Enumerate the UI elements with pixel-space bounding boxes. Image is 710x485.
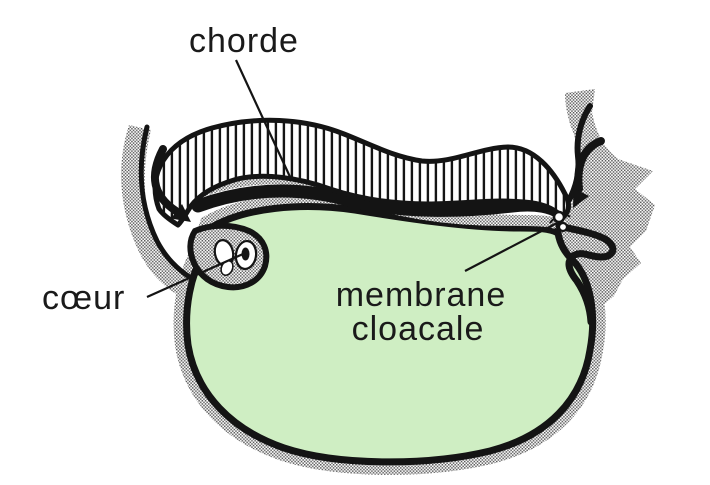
cloacal-membrane-structure-lower — [557, 221, 569, 233]
label-membrane-line1: membrane — [336, 276, 507, 314]
chorde-leader-line — [235, 59, 292, 180]
label-coeur: cœur — [42, 279, 125, 317]
yolk-sac-region — [183, 203, 597, 466]
tail-fold-arrow — [574, 137, 605, 193]
tail-fold-arrowhead-icon — [573, 188, 589, 208]
cloacal-membrane-structure — [552, 210, 566, 224]
head-fold-arrow — [150, 145, 180, 215]
label-chorde: chorde — [189, 22, 299, 60]
heart-tube-small — [220, 260, 234, 276]
membrane-leader-line — [464, 222, 558, 272]
coeur-leader-line — [146, 252, 244, 299]
heart-tube-lumen — [241, 247, 250, 261]
label-membrane-line2: cloacale — [352, 310, 485, 348]
left-amnion-line — [138, 124, 194, 281]
tail-fold-line — [555, 222, 617, 326]
head-fold-arrowhead-icon — [171, 204, 191, 222]
